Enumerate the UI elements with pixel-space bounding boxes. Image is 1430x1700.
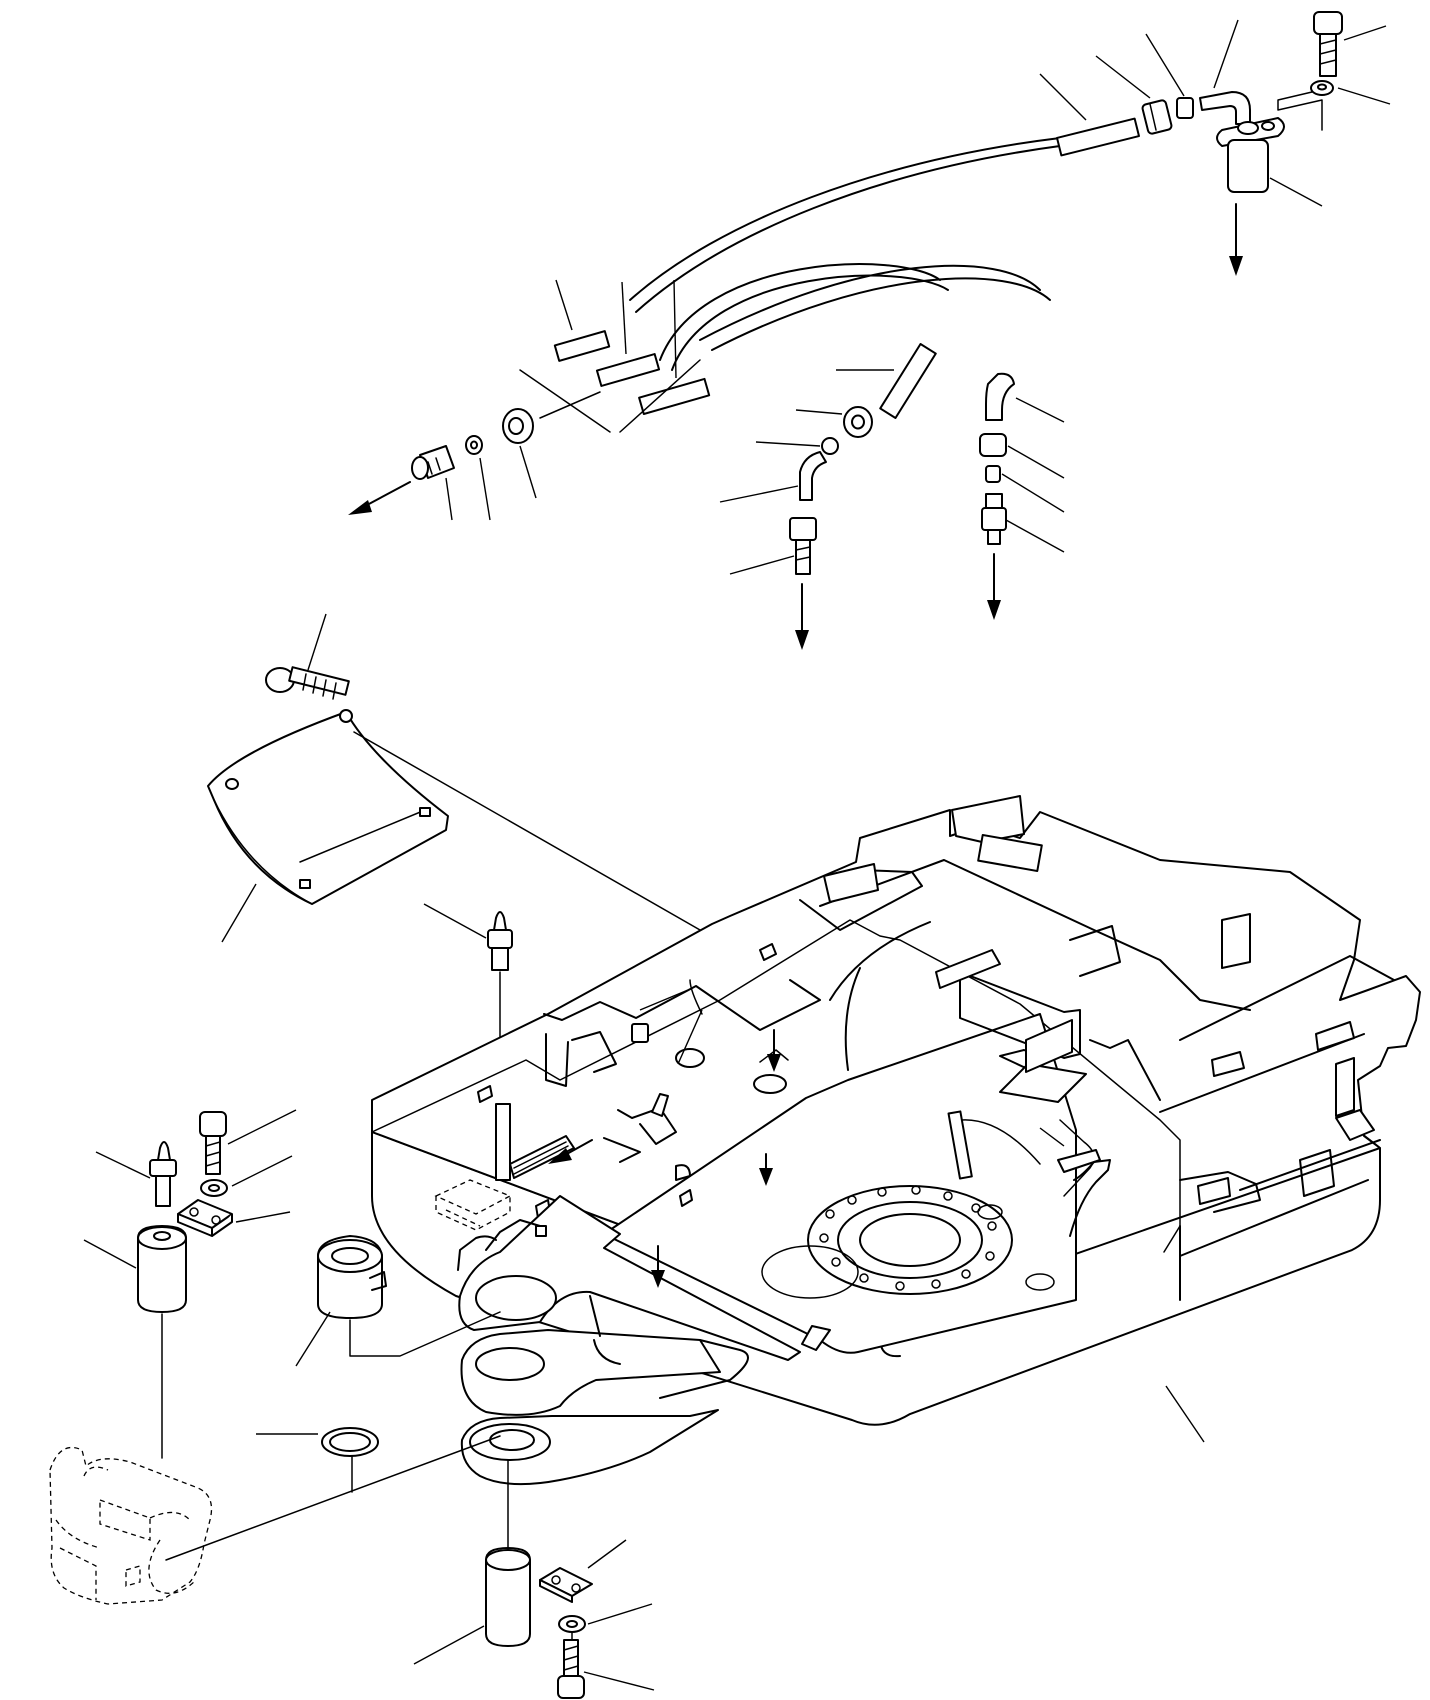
callout-leader bbox=[1001, 473, 1065, 513]
callout-leader bbox=[221, 883, 257, 943]
callout-leader bbox=[1343, 25, 1387, 41]
washer-icon bbox=[558, 1615, 586, 1633]
callout-leader bbox=[227, 1109, 297, 1145]
ferrule-icon bbox=[465, 435, 483, 455]
group-bracket-lines bbox=[519, 359, 701, 433]
callout-leader bbox=[1337, 87, 1391, 105]
arrow-left-icon bbox=[548, 1139, 593, 1164]
arrow-down-icon bbox=[651, 1245, 665, 1288]
ferrule-icon bbox=[1176, 97, 1194, 119]
hose-sleeve-d bbox=[879, 343, 937, 419]
callout-leader bbox=[719, 485, 799, 503]
assembly-leader bbox=[1277, 91, 1323, 131]
cover-bolt-icon bbox=[265, 666, 350, 700]
callout-leader bbox=[479, 457, 491, 521]
callout-leader bbox=[677, 1009, 703, 1065]
adapter-fitting-icon bbox=[981, 493, 1007, 545]
hidden-bracket-outline bbox=[434, 1179, 512, 1231]
arrow-down-icon bbox=[987, 553, 1001, 620]
callout-leader bbox=[445, 477, 453, 521]
lock-plate-icon bbox=[177, 1199, 233, 1237]
bushing-icon bbox=[317, 1235, 387, 1319]
boom-foot-bracket bbox=[457, 1195, 801, 1486]
washer-icon bbox=[200, 1179, 228, 1197]
ferrule-icon bbox=[821, 437, 839, 455]
nut-icon bbox=[502, 408, 534, 444]
callout-leader bbox=[587, 1603, 653, 1625]
callout-leader bbox=[795, 409, 843, 415]
lock-plate-icon bbox=[539, 1567, 593, 1603]
callout-leader bbox=[1005, 519, 1065, 553]
callout-leader bbox=[231, 1155, 293, 1187]
o-ring-icon bbox=[321, 1427, 379, 1457]
hex-bolt-icon bbox=[557, 1639, 585, 1699]
hose-sleeve-b bbox=[595, 353, 661, 387]
hose-sleeve-c bbox=[638, 377, 711, 416]
callout-leader bbox=[1095, 55, 1151, 99]
hose-lines bbox=[629, 137, 1061, 371]
flange-filter-icon bbox=[1216, 117, 1285, 193]
elbow-fitting-icon bbox=[799, 451, 827, 501]
cover-plate bbox=[207, 709, 449, 905]
arrow-down-icon bbox=[759, 1153, 773, 1186]
arrow-left-icon bbox=[348, 481, 411, 515]
hex-bolt-icon bbox=[199, 1111, 227, 1175]
callout-leaders bbox=[83, 19, 1391, 1691]
callout-leader bbox=[729, 555, 795, 575]
hose-sleeve-a bbox=[553, 330, 611, 362]
hose-sleeve-e bbox=[985, 372, 1015, 421]
grease-nipple-icon bbox=[149, 1141, 177, 1207]
callout-leader bbox=[555, 279, 573, 331]
callout-leader bbox=[755, 441, 821, 447]
pin-axis-diagonal bbox=[165, 1435, 501, 1561]
callout-leader bbox=[1165, 1385, 1205, 1443]
fitting-bolt-icon bbox=[789, 517, 817, 575]
callout-leader bbox=[519, 445, 537, 499]
nut-icon bbox=[843, 406, 873, 438]
arrow-down-icon bbox=[767, 1029, 781, 1072]
callout-leader bbox=[423, 903, 487, 939]
callout-leader bbox=[583, 1671, 655, 1691]
callout-leader bbox=[235, 1211, 291, 1223]
callout-leader bbox=[621, 281, 627, 355]
arrow-down-icon bbox=[1229, 203, 1243, 276]
callout-leader bbox=[95, 1151, 151, 1179]
nut-icon bbox=[1141, 99, 1173, 135]
hose-sleeve-top bbox=[1056, 117, 1140, 157]
washer-icon bbox=[1310, 80, 1334, 96]
adapter-fitting-icon bbox=[411, 445, 455, 480]
callout-leader bbox=[307, 613, 327, 671]
arrow-down-icon bbox=[795, 583, 809, 650]
callout-leader bbox=[1007, 445, 1065, 479]
callout-leader bbox=[673, 279, 677, 379]
callout-leader bbox=[1039, 73, 1087, 121]
callout-leader bbox=[639, 989, 689, 1011]
callout-leader bbox=[1269, 177, 1323, 207]
pin-icon bbox=[137, 1225, 187, 1313]
ring-bolt-holes bbox=[819, 1185, 997, 1291]
callout-leader bbox=[83, 1239, 137, 1269]
hex-bolt-icon bbox=[1313, 11, 1343, 77]
callout-leader bbox=[1213, 19, 1239, 89]
bolt-hole-leader bbox=[353, 731, 715, 939]
grease-nipple-icon bbox=[487, 911, 513, 971]
callout-leader bbox=[1039, 1127, 1065, 1147]
bushing-leader bbox=[349, 1311, 501, 1357]
callout-leader bbox=[1145, 33, 1185, 97]
ferrule-icon bbox=[985, 465, 1001, 483]
pin-icon bbox=[485, 1547, 531, 1647]
callout-leader bbox=[587, 1539, 627, 1569]
callout-leader bbox=[295, 1311, 331, 1367]
upper-frame bbox=[371, 795, 1421, 1426]
grease-tube bbox=[495, 1103, 575, 1181]
callout-leader bbox=[413, 1625, 485, 1665]
callout-leader bbox=[1015, 397, 1065, 423]
phantom-swing-bracket bbox=[49, 1446, 213, 1605]
flow-arrows bbox=[348, 203, 1243, 1288]
nut-icon bbox=[979, 433, 1007, 457]
elbow-fitting-icon bbox=[1199, 91, 1251, 125]
